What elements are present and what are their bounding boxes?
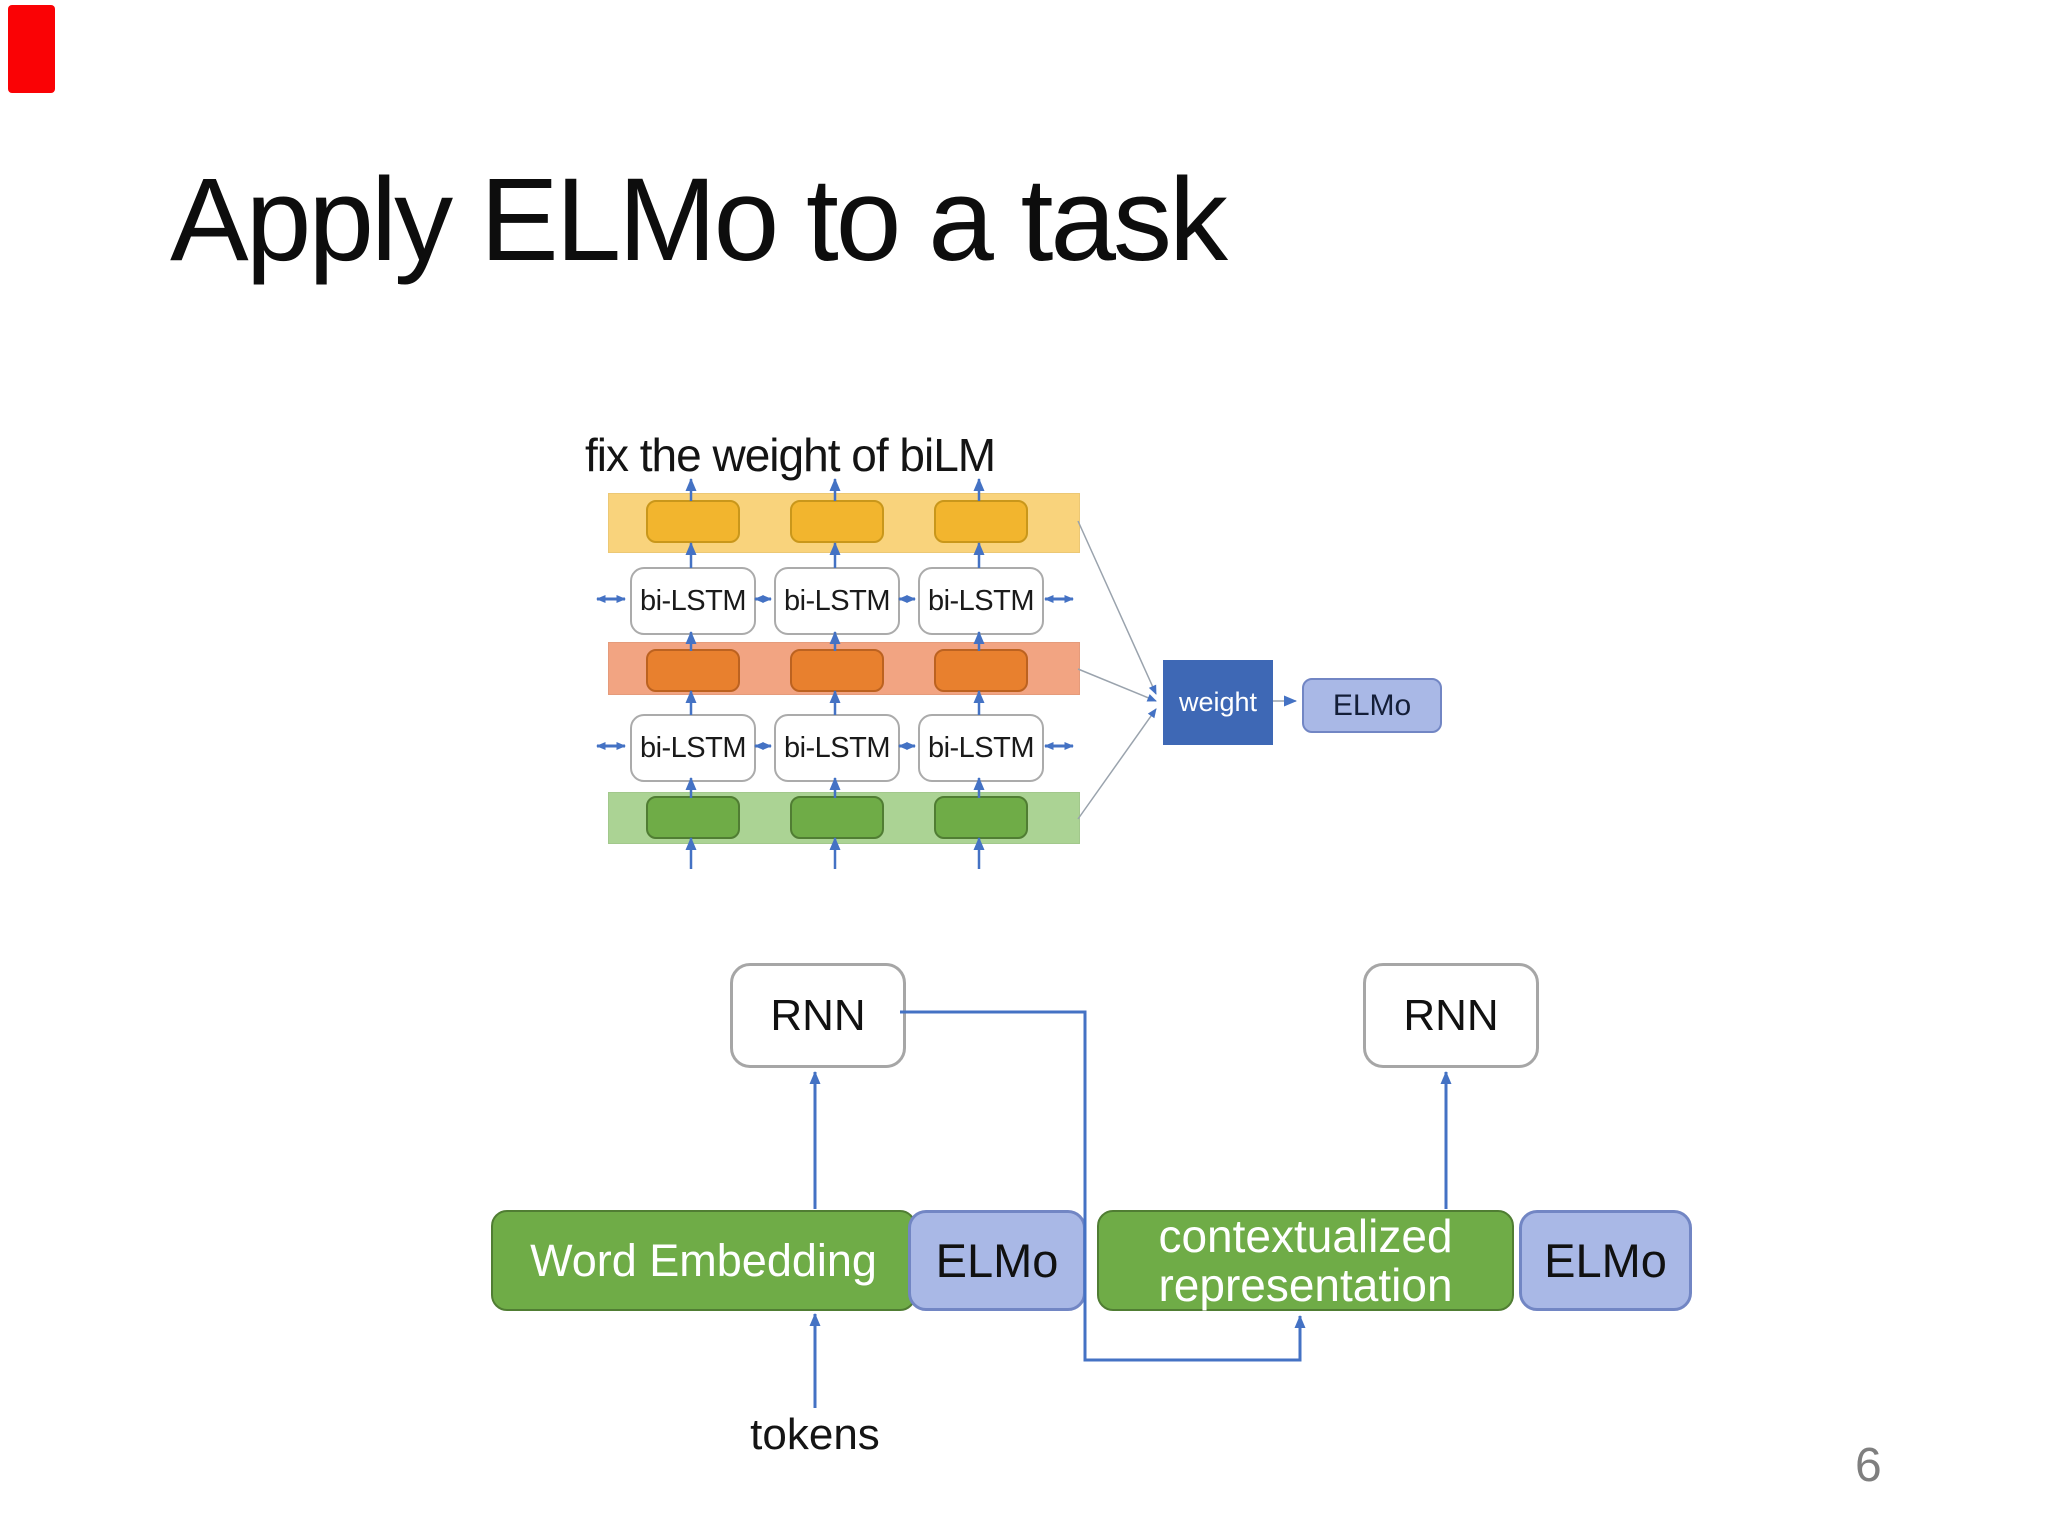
bilm-orange-cell-3 [934, 649, 1028, 692]
bilm-yellow-cell-1 [646, 500, 740, 543]
bi-lstm-box: bi-LSTM [774, 567, 900, 635]
bilm-caption: fix the weight of biLM [585, 429, 996, 481]
bilm-yellow-cell-2 [790, 500, 884, 543]
bi-lstm-box: bi-LSTM [630, 567, 756, 635]
bilm-green-cell-2 [790, 796, 884, 839]
elmo-box-right: ELMo [1519, 1210, 1692, 1311]
bi-lstm-box: bi-LSTM [918, 567, 1044, 635]
word-embedding-box: Word Embedding [491, 1210, 916, 1311]
page-number: 6 [1855, 1439, 1882, 1492]
elmo-output-box: ELMo [1302, 678, 1442, 733]
contextualized-line1: contextualized [1158, 1209, 1453, 1262]
bi-lstm-box: bi-LSTM [774, 714, 900, 782]
tokens-label: tokens [750, 1410, 880, 1459]
bilm-orange-cell-1 [646, 649, 740, 692]
bi-lstm-box: bi-LSTM [918, 714, 1044, 782]
slide-title: Apply ELMo to a task [170, 154, 1228, 286]
contextualized-line2: representation [1158, 1258, 1453, 1311]
rnn-box-left: RNN [730, 963, 906, 1068]
red-marker [8, 5, 55, 93]
bilm-green-cell-1 [646, 796, 740, 839]
bilm-yellow-cell-3 [934, 500, 1028, 543]
bi-lstm-box: bi-LSTM [630, 714, 756, 782]
bilm-orange-cell-2 [790, 649, 884, 692]
rnn-box-right: RNN [1363, 963, 1539, 1068]
weight-box: weight [1163, 660, 1273, 745]
elmo-box-left: ELMo [908, 1210, 1086, 1311]
bilm-green-cell-3 [934, 796, 1028, 839]
contextualized-representation-box: contextualized representation [1097, 1210, 1514, 1311]
